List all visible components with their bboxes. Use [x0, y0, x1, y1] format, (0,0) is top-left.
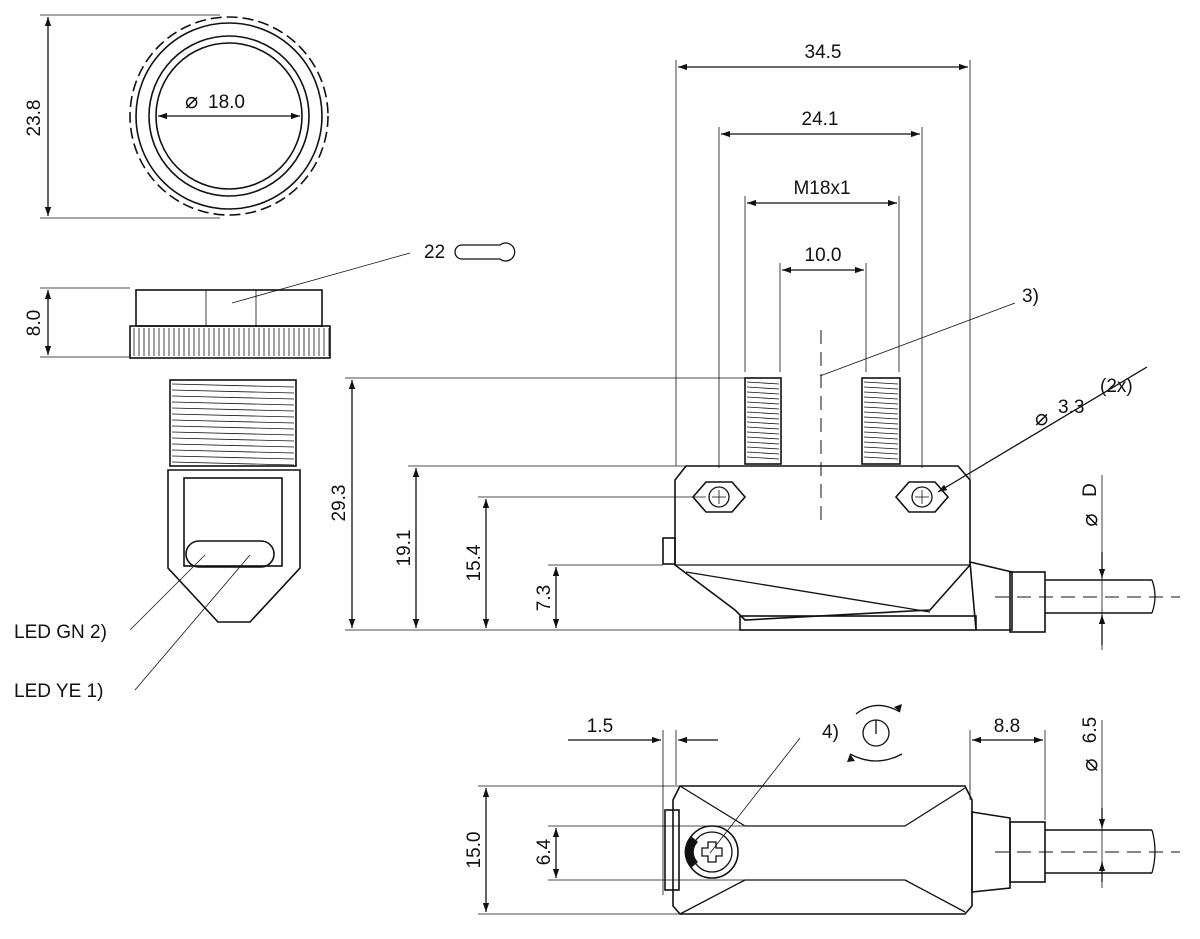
hatch-line	[863, 446, 899, 450]
hatch-line	[171, 395, 295, 400]
hatch-line	[863, 416, 899, 420]
hatch-line	[171, 437, 295, 442]
label-led-yellow: LED YE 1)	[14, 681, 103, 702]
dim-nut-height: 23.8	[24, 100, 45, 137]
hatch-line	[863, 456, 899, 460]
hatch-line	[863, 441, 899, 445]
hatch-line	[863, 411, 899, 415]
nut-front-view: 23.8 ⌀ 18.0	[24, 14, 329, 219]
hatch-line	[746, 381, 780, 385]
dim-height-flange: 19.1	[394, 530, 415, 567]
dim-width-inner: 10.0	[805, 245, 842, 266]
dim-hole-diameter: 3.3	[1058, 397, 1084, 418]
dim-depth-total: 15.0	[464, 832, 485, 869]
hatch-line	[746, 411, 780, 415]
hatch-line	[863, 386, 899, 390]
hatch-line	[863, 391, 899, 395]
hatch-line	[863, 451, 899, 455]
sensor-top-view: 1.5 4) 8.8 ⌀ 6.5	[464, 704, 1180, 915]
dim-offset: 1.5	[587, 716, 613, 737]
label-tool-ref: 22	[424, 242, 445, 263]
hatch-line	[746, 426, 780, 430]
hatch-line	[746, 406, 780, 410]
label-note-4: 4)	[822, 722, 839, 743]
sensor-side-view: 34.5 24.1 M18x1 10.0 3) ⌀ 3.3	[329, 42, 1180, 650]
sensor-front-view: LED GN 2) LED YE 1)	[14, 379, 301, 702]
hatch-line	[171, 425, 295, 430]
hatch-line	[863, 381, 899, 385]
hatch-line	[863, 396, 899, 400]
dim-width-total: 34.5	[805, 42, 842, 63]
hatch-line	[171, 461, 295, 466]
hatch-line	[863, 421, 899, 425]
hatch-line	[171, 407, 295, 412]
hatch-line	[171, 449, 295, 454]
hatch-line	[171, 455, 295, 460]
dim-cable-diameter: 6.5	[1080, 717, 1101, 743]
dim-cable-length: 8.8	[994, 716, 1020, 737]
hatch-line	[746, 436, 780, 440]
label-led-green: LED GN 2)	[14, 622, 107, 643]
hatch-line	[746, 396, 780, 400]
hatch-line	[746, 446, 780, 450]
dim-cable-d: D	[1080, 483, 1101, 497]
potentiometer-rotate-icon	[847, 704, 903, 762]
dim-height-total: 29.3	[329, 485, 350, 522]
hatch-line	[171, 383, 295, 388]
hatch-line	[746, 401, 780, 405]
diameter-symbol-cable: ⌀	[1078, 513, 1103, 526]
dim-width-flange: 24.1	[802, 109, 839, 130]
hatch-line	[863, 401, 899, 405]
hatch-line	[171, 389, 295, 394]
diameter-symbol-hole: ⌀	[1035, 406, 1048, 431]
dim-hole-count: (2x)	[1100, 376, 1133, 397]
nut-side-view: 8.0 22	[24, 242, 516, 359]
hatch-line	[171, 413, 295, 418]
hatch-line	[746, 441, 780, 445]
label-note-3: 3)	[1022, 286, 1039, 307]
dim-thread: M18x1	[793, 178, 850, 199]
hatch-line	[863, 431, 899, 435]
hatch-line	[863, 426, 899, 430]
dim-depth-inner: 6.4	[534, 838, 555, 865]
dim-height-base: 7.3	[534, 585, 555, 611]
hatch-line	[746, 386, 780, 390]
diameter-symbol: ⌀	[185, 89, 198, 114]
hatch-line	[746, 421, 780, 425]
dim-nut-thickness: 8.0	[24, 310, 45, 336]
hatch-line	[171, 401, 295, 406]
hatch-line	[171, 431, 295, 436]
hatch-line	[746, 456, 780, 460]
hatch-line	[863, 406, 899, 410]
hatch-line	[746, 451, 780, 455]
hatch-line	[863, 436, 899, 440]
hatch-line	[171, 443, 295, 448]
hatch-line	[746, 416, 780, 420]
diameter-symbol-cable-2: ⌀	[1078, 758, 1103, 771]
hatch-line	[746, 431, 780, 435]
hatch-line	[746, 391, 780, 395]
dim-nut-diameter: 18.0	[208, 92, 245, 113]
dim-height-hole: 15.4	[464, 544, 485, 581]
hatch-line	[171, 419, 295, 424]
wrench-icon	[454, 242, 516, 262]
